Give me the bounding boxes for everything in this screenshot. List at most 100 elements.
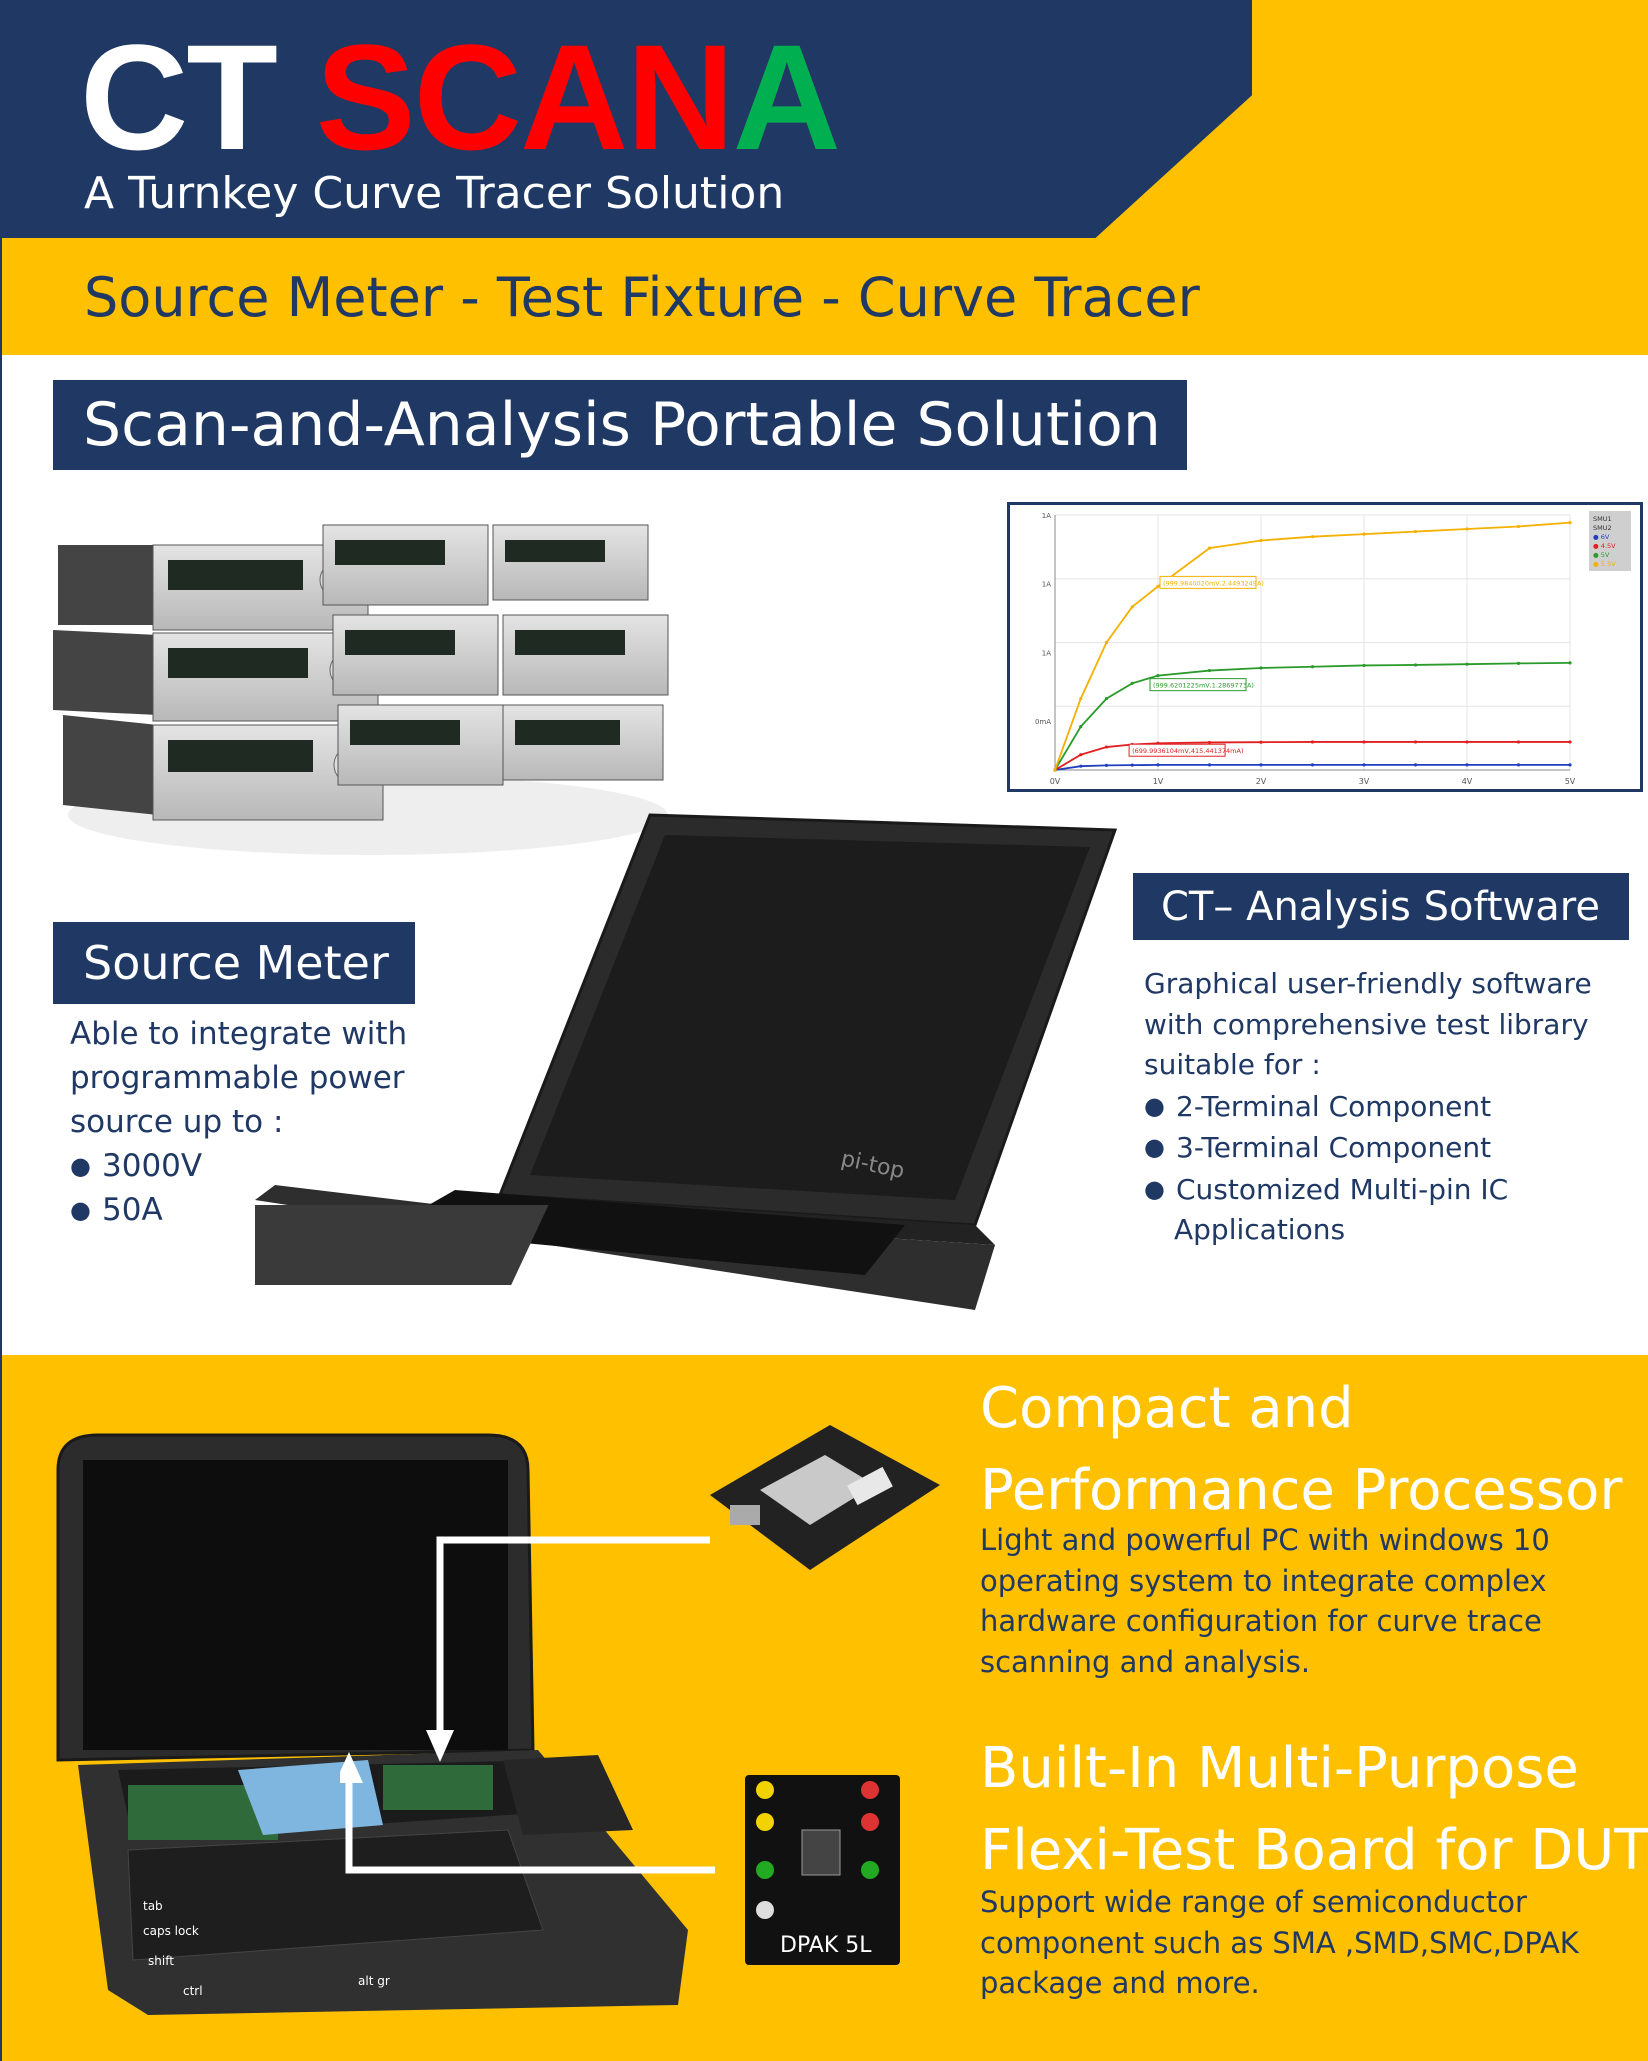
series-point-6V	[1156, 763, 1160, 767]
key-label: alt gr	[358, 1974, 390, 1988]
series-line-5.5V	[1054, 521, 1571, 771]
source-meter-text: Able to integrate with programmable powe…	[70, 1016, 408, 1140]
source-meter-bullet: 3000V	[70, 1144, 430, 1188]
chart-annotation-box	[1159, 575, 1257, 589]
header-navy-panel	[0, 0, 1252, 238]
series-point-4.5V	[1259, 740, 1263, 744]
series-point-6V	[1310, 763, 1315, 767]
source-meter-description: Able to integrate with programmable powe…	[70, 1012, 430, 1232]
arrow-head-up	[340, 1752, 363, 1783]
x-tick-label: 0V	[1050, 777, 1061, 786]
processor-heading-line1: Compact and	[980, 1376, 1354, 1441]
chart-annotation-label: (999.6201225mV,1.2869773A)	[1153, 682, 1254, 690]
series-point-4.5V	[1516, 740, 1521, 744]
series-point-5V	[1568, 661, 1572, 665]
series-point-5V	[1156, 674, 1160, 678]
series-point-5V	[1079, 725, 1083, 729]
key-label: caps lock	[143, 1924, 199, 1938]
series-point-5.5V	[1465, 527, 1469, 531]
source-meter-bullet: 50A	[70, 1188, 430, 1232]
test-board-description: Support wide range of semiconductor comp…	[980, 1885, 1579, 2000]
key-label: shift	[148, 1954, 174, 1968]
series-point-4.5V	[1413, 740, 1418, 744]
chart-annotation-box	[1149, 678, 1247, 692]
x-tick-label: 1V	[1153, 777, 1164, 786]
series-point-6V	[1259, 763, 1263, 767]
legend-entry: SMU1	[1593, 515, 1612, 523]
series-point-4.5V	[1310, 740, 1315, 744]
key-label: tab	[143, 1899, 163, 1913]
y-tick-label: 1A	[1042, 512, 1051, 520]
source-meter-banner: Source Meter	[53, 922, 415, 1004]
series-point-6V	[1207, 763, 1212, 767]
source-meter-instruments-image	[53, 524, 669, 855]
series-point-5V	[1465, 662, 1469, 666]
instrument-right-stack	[492, 524, 669, 781]
arrow-head-down	[426, 1730, 454, 1762]
test-board-heading-line2: Flexi-Test Board for DUT	[980, 1818, 1648, 1883]
analysis-software-bullet: Customized Multi-pin IC	[1144, 1169, 1634, 1211]
processor-description: Light and powerful PC with windows 10 op…	[980, 1523, 1550, 1679]
series-point-5V	[1362, 663, 1366, 668]
series-point-6V	[1362, 763, 1366, 767]
series-point-6V	[1079, 764, 1083, 768]
dpak-test-board-image: DPAK 5L	[745, 1775, 900, 1965]
analysis-software-bullet-continued: Applications	[1174, 1213, 1346, 1246]
series-point-5.5V	[1207, 546, 1212, 550]
analysis-software-banner: CT– Analysis Software	[1133, 873, 1629, 940]
chart-annotation-label: (699.9936104mV,415.441374mA)	[1132, 747, 1243, 755]
series-point-6V	[1465, 763, 1469, 767]
x-tick-label: 4V	[1462, 777, 1473, 786]
chart-annotation-box	[1128, 743, 1226, 757]
series-point-5.5V	[1259, 538, 1263, 543]
series-point-5V	[1310, 665, 1315, 669]
analysis-software-text: Graphical user-friendly software with co…	[1144, 967, 1592, 1081]
series-point-4.5V	[1362, 740, 1366, 744]
instrument-left-top	[58, 544, 369, 631]
chart-annotation-label: (999.9840020mV,2.4493249A)	[1163, 579, 1264, 587]
main-banner: Scan-and-Analysis Portable Solution	[53, 380, 1187, 470]
series-point-5.5V	[1156, 584, 1160, 588]
laptop-image: pi-top	[255, 813, 1118, 1310]
series-point-5V	[1413, 663, 1418, 667]
brand-part-scan: SCAN	[315, 13, 735, 181]
series-point-4.5V	[1207, 740, 1212, 745]
series-point-6V	[1413, 763, 1418, 767]
series-point-6V	[1568, 763, 1572, 767]
series-point-6V	[1130, 763, 1134, 767]
circuit-board-right	[383, 1765, 493, 1810]
processor-heading-line2: Performance Processor	[980, 1458, 1623, 1523]
header-subtitle: Source Meter - Test Fixture - Curve Trac…	[84, 266, 1200, 329]
processor-heading: Compact and Performance Processor	[980, 1368, 1622, 1532]
series-point-5.5V	[1413, 529, 1418, 534]
test-board-heading-line1: Built-In Multi-Purpose	[980, 1736, 1579, 1801]
instrument-mid-stack	[322, 524, 504, 786]
legend-entry: ● 5V	[1593, 551, 1610, 559]
series-point-5V	[1259, 666, 1263, 670]
legend-entry: ● 5.5V	[1593, 560, 1616, 568]
test-board-heading: Built-In Multi-Purpose Flexi-Test Board …	[980, 1728, 1648, 1892]
page-left-border	[0, 0, 2, 2061]
processor-board-image	[710, 1425, 940, 1570]
series-point-5.5V	[1053, 768, 1057, 772]
arrow-to-processor	[436, 1536, 710, 1735]
brand-logo: CT SCANA	[80, 22, 841, 172]
instrument-left-mid	[53, 630, 379, 722]
y-tick-label: 0mA	[1035, 718, 1051, 726]
y-tick-label: 1A	[1042, 649, 1051, 657]
series-point-5.5V	[1362, 532, 1366, 536]
brand-part-a: A	[732, 13, 841, 181]
series-point-4.5V	[1104, 745, 1109, 749]
analysis-software-description: Graphical user-friendly software with co…	[1144, 964, 1634, 1251]
series-point-5.5V	[1130, 605, 1134, 609]
legend-entry: SMU2	[1593, 524, 1612, 532]
legend-box	[1589, 511, 1631, 571]
series-point-5V	[1130, 681, 1134, 685]
series-point-4.5V	[1465, 740, 1469, 744]
series-point-5V	[1104, 697, 1109, 701]
series-point-5.5V	[1104, 640, 1109, 645]
x-tick-label: 3V	[1359, 777, 1370, 786]
series-point-5.5V	[1310, 535, 1315, 539]
